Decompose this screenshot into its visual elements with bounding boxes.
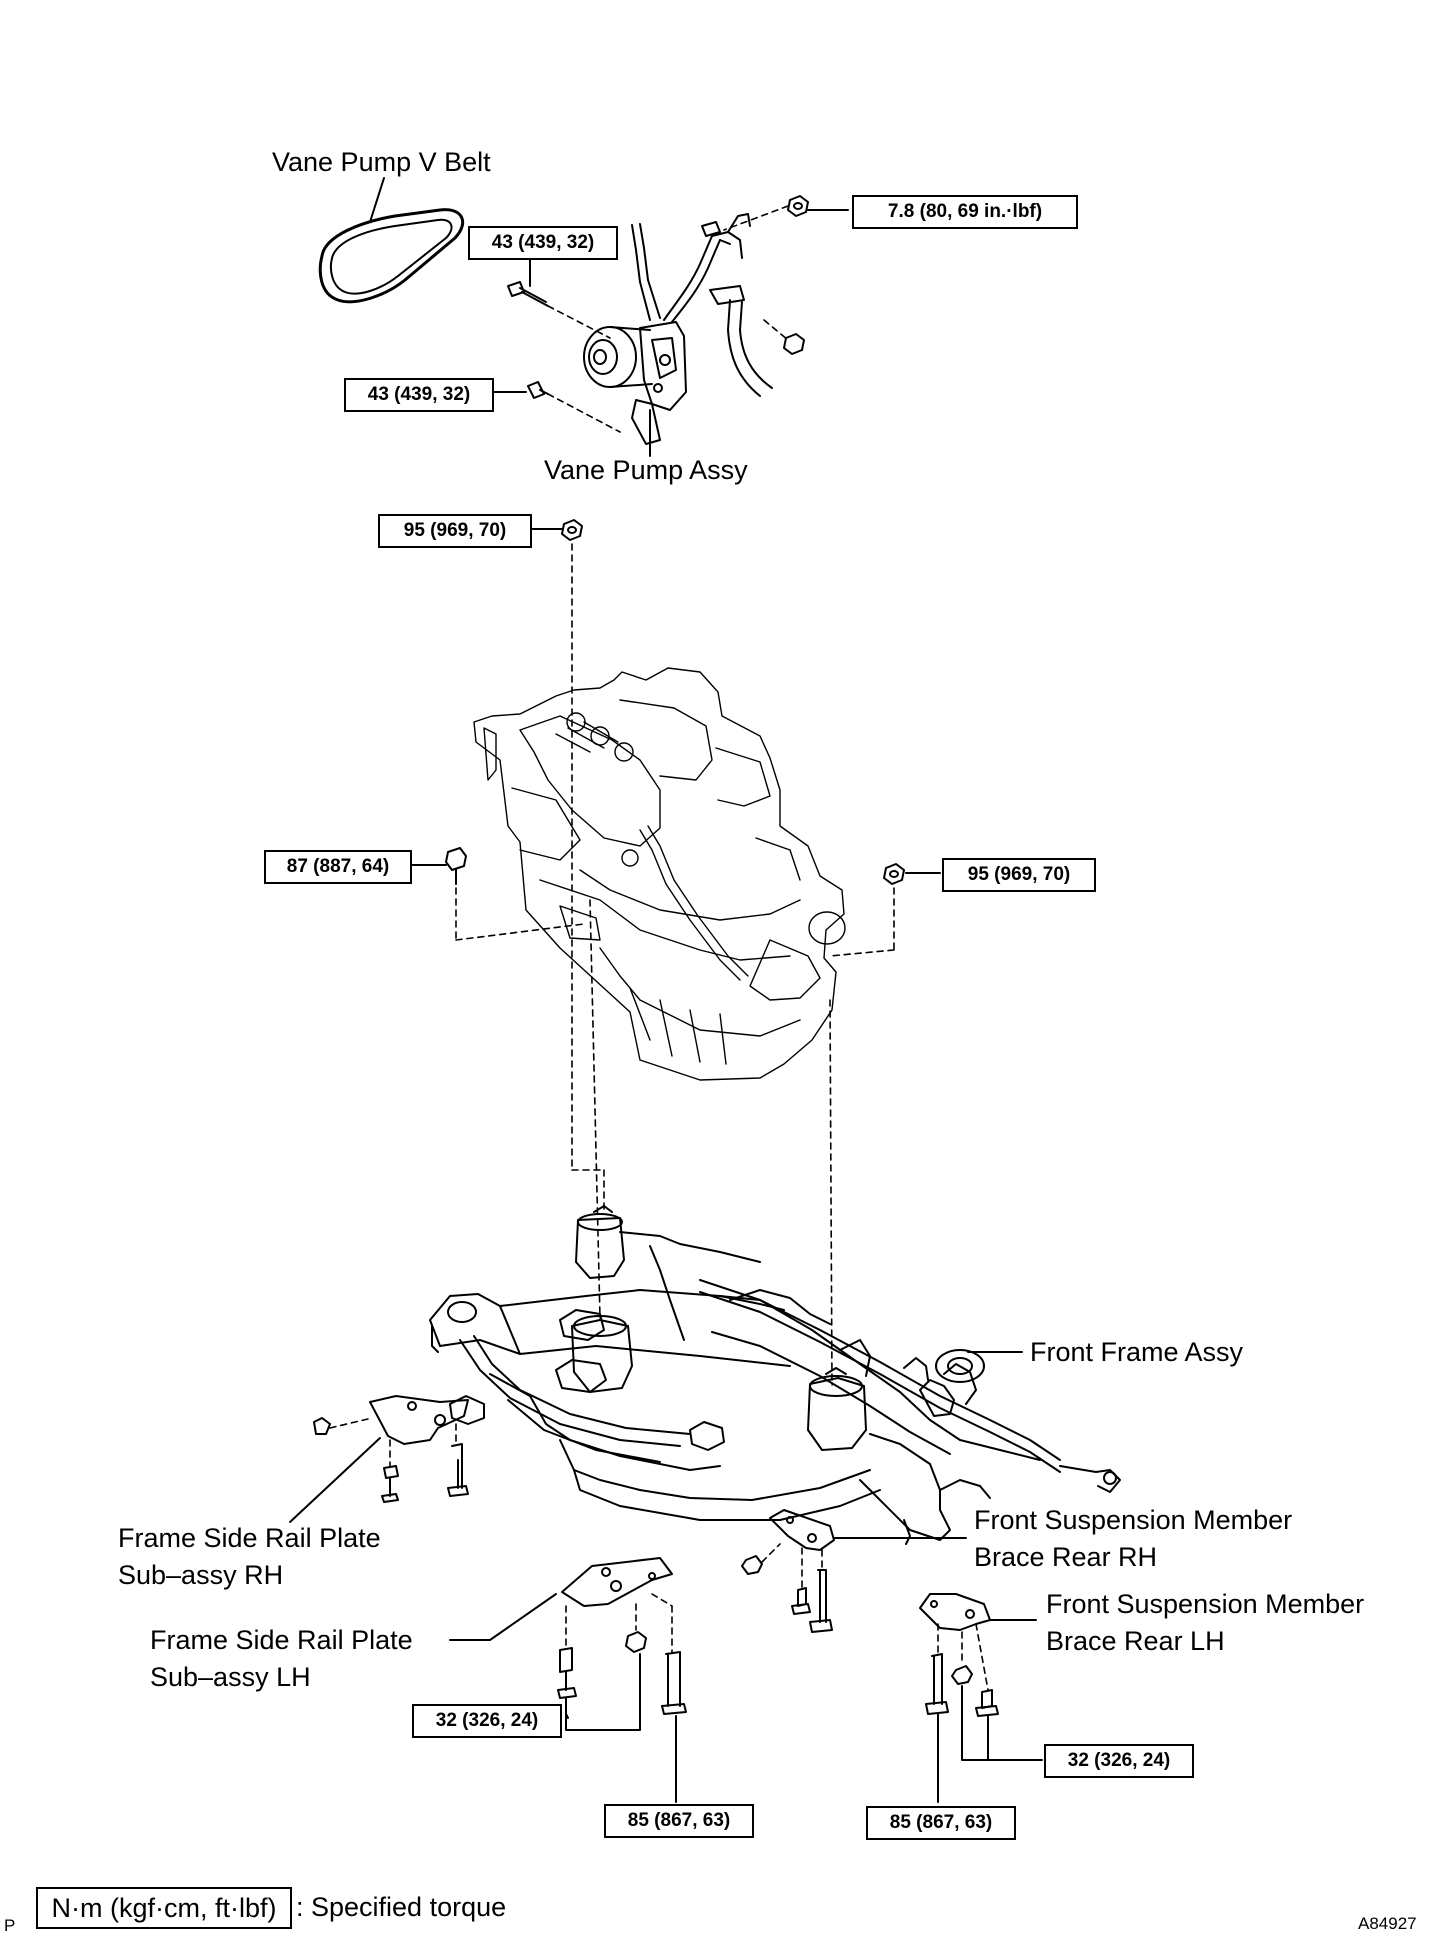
rail-plate-lh-leaders: [449, 1593, 677, 1803]
v-belt: [318, 177, 465, 304]
torque-pump-bolt-upper: 43 (439, 32): [468, 226, 618, 260]
vane-pump: [583, 213, 773, 445]
engine-callout-lines: [409, 528, 941, 874]
legend-unit-box: N·m (kgf·cm, ft·lbf): [36, 1887, 292, 1929]
torque-engine-mount-right: 95 (969, 70): [942, 858, 1096, 892]
rail-plate-rh: [313, 1395, 469, 1445]
torque-rail-plate-lh-long-bolt: 85 (867, 63): [604, 1804, 754, 1838]
label-vane-pump-assy: Vane Pump Assy: [544, 455, 748, 485]
rail-plate-lh-bolts: [557, 1647, 687, 1715]
legend-text: : Specified torque: [296, 1892, 507, 1922]
rail-plate-rh-dashed: [329, 1417, 457, 1467]
pump-dashed-lines: [547, 205, 789, 433]
label-brace-rear-lh-line2: Brace Rear LH: [1046, 1626, 1225, 1656]
brace-rear-lh-dashed: [937, 1623, 989, 1691]
pump-bolt-upper: [507, 281, 549, 307]
rail-plate-lh: [561, 1557, 673, 1653]
label-brace-rear-rh-line2: Brace Rear RH: [974, 1542, 1158, 1572]
rail-plate-rh-bolts: [381, 1443, 469, 1503]
rail-plate-lh-dashed: [565, 1593, 673, 1653]
pump-nut-top: [787, 195, 809, 217]
torque-pump-bolt-lower: 43 (439, 32): [344, 378, 494, 412]
label-rail-plate-lh-line1: Frame Side Rail Plate: [150, 1625, 413, 1655]
label-brace-rear-rh-line1: Front Suspension Member: [974, 1505, 1293, 1535]
engine-mount-nut-top: [561, 519, 583, 541]
brace-rear-rh: [741, 1509, 835, 1575]
brace-rear-rh-dashed: [761, 1543, 823, 1589]
engine-mount-bolt-left: [445, 847, 467, 885]
pump-nut-bracket: [783, 333, 805, 355]
engine-mount-nut-right: [883, 863, 905, 885]
label-front-frame-assy: Front Frame Assy: [1030, 1337, 1244, 1367]
brace-rear-lh-bolts: [925, 1653, 999, 1717]
torque-engine-mount-top: 95 (969, 70): [378, 514, 532, 548]
torque-engine-mount-left: 87 (887, 64): [264, 850, 412, 884]
pump-bolt-lower: [527, 381, 549, 399]
rail-plate-rh-leader: [289, 1437, 381, 1523]
label-brace-rear-lh-line1: Front Suspension Member: [1046, 1589, 1365, 1619]
torque-brace-lh-bolts: 32 (326, 24): [1044, 1744, 1194, 1778]
label-vane-pump-v-belt: Vane Pump V Belt: [272, 147, 491, 177]
label-rail-plate-rh-line1: Frame Side Rail Plate: [118, 1523, 381, 1553]
label-rail-plate-rh-line2: Sub–assy RH: [118, 1560, 284, 1590]
torque-brace-lh-long-bolt: 85 (867, 63): [866, 1806, 1016, 1840]
engine-block: [473, 667, 846, 1081]
torque-rail-plate-lh-bolts: 32 (326, 24): [412, 1704, 562, 1738]
brace-rear-rh-bolts: [791, 1569, 833, 1633]
torque-pump-bracket-nut: 7.8 (80, 69 in.·lbf): [852, 195, 1078, 229]
brace-rear-lh-leaders: [937, 1619, 1043, 1803]
engine-dashed-lines: [455, 543, 895, 1386]
figure-code: A84927: [1358, 1914, 1417, 1933]
label-rail-plate-lh-line2: Sub–assy LH: [150, 1662, 311, 1692]
corner-letter: P: [4, 1916, 16, 1935]
front-frame: [429, 1205, 1121, 1545]
